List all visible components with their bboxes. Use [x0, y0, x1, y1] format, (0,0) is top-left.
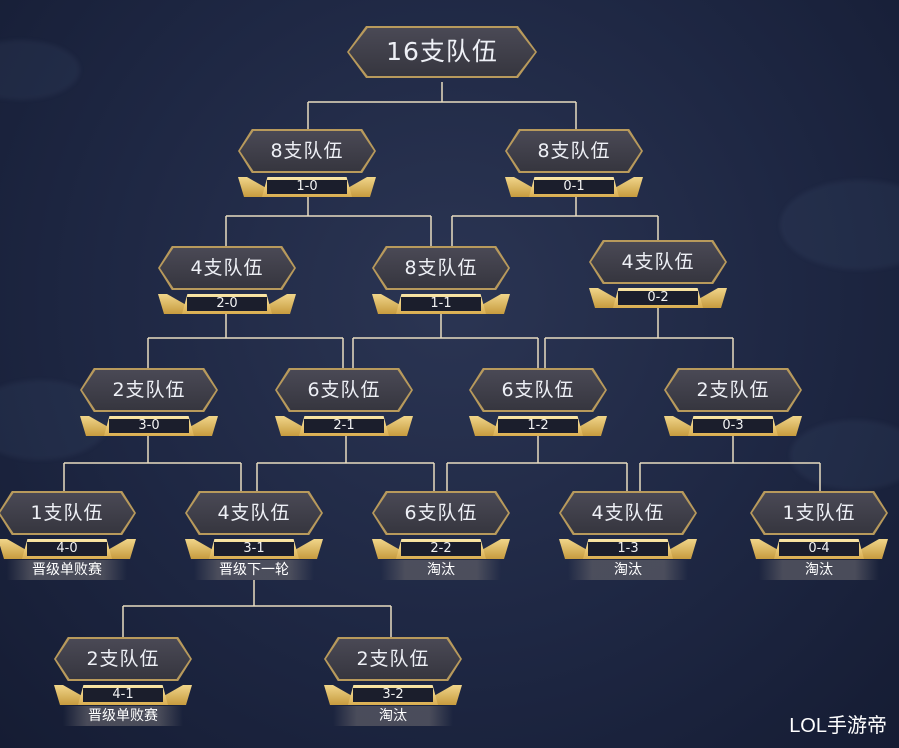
record-label: 0-1 — [534, 180, 614, 194]
team-count-label: 2支队伍 — [326, 639, 460, 679]
team-count-label: 4支队伍 — [187, 493, 321, 533]
record-label: 2-0 — [187, 297, 267, 311]
team-count-label: 4支队伍 — [561, 493, 695, 533]
bracket-node: 4支队伍 0-2 — [583, 240, 733, 330]
record-ribbon: 2-1 — [275, 416, 413, 436]
team-count-label: 1支队伍 — [752, 493, 886, 533]
result-label: 淘汰 — [568, 560, 688, 580]
record-label: 1-3 — [588, 542, 668, 556]
team-count-label: 8支队伍 — [507, 131, 641, 171]
record-label: 4-0 — [27, 542, 107, 556]
team-count-badge: 2支队伍 — [324, 637, 462, 681]
team-count-label: 6支队伍 — [471, 370, 605, 410]
team-count-badge: 16支队伍 — [347, 26, 537, 78]
record-label: 1-1 — [401, 297, 481, 311]
bracket-node: 2支队伍 4-1 晋级单败赛 — [48, 637, 198, 727]
bracket-node: 1支队伍 0-4 淘汰 — [744, 491, 894, 581]
team-count-badge: 6支队伍 — [372, 491, 510, 535]
record-label: 1-0 — [267, 180, 347, 194]
team-count-label: 2支队伍 — [666, 370, 800, 410]
bracket-node: 2支队伍 3-2 淘汰 — [318, 637, 468, 727]
bracket-node: 4支队伍 3-1 晋级下一轮 — [179, 491, 329, 581]
bracket-node: 1支队伍 4-0 晋级单败赛 — [0, 491, 142, 581]
bracket-node-top: 16支队伍 — [347, 26, 537, 116]
record-ribbon: 2-2 — [372, 539, 510, 559]
team-count-label: 16支队伍 — [349, 28, 535, 76]
bracket-node: 4支队伍 1-3 淘汰 — [553, 491, 703, 581]
team-count-badge: 6支队伍 — [469, 368, 607, 412]
team-count-badge: 8支队伍 — [505, 129, 643, 173]
cloud-decoration — [780, 180, 899, 270]
result-label: 淘汰 — [381, 560, 501, 580]
cloud-decoration — [790, 420, 899, 490]
team-count-badge: 4支队伍 — [559, 491, 697, 535]
team-count-badge: 1支队伍 — [0, 491, 136, 535]
result-label: 淘汰 — [759, 560, 879, 580]
record-label: 4-1 — [83, 688, 163, 702]
record-ribbon: 1-2 — [469, 416, 607, 436]
record-ribbon: 1-1 — [372, 294, 510, 314]
record-label: 2-2 — [401, 542, 481, 556]
record-ribbon: 3-2 — [324, 685, 462, 705]
record-ribbon: 0-4 — [750, 539, 888, 559]
team-count-badge: 4支队伍 — [158, 246, 296, 290]
bracket-node: 6支队伍 1-2 — [463, 368, 613, 458]
team-count-badge: 2支队伍 — [54, 637, 192, 681]
team-count-label: 4支队伍 — [591, 242, 725, 282]
watermark-text: LOL手游帝 — [789, 715, 887, 737]
record-ribbon: 0-2 — [589, 288, 727, 308]
bracket-node: 8支队伍 1-1 — [366, 246, 516, 336]
record-label: 0-4 — [779, 542, 859, 556]
record-label: 0-3 — [693, 419, 773, 433]
bracket-node: 6支队伍 2-2 淘汰 — [366, 491, 516, 581]
record-label: 1-2 — [498, 419, 578, 433]
team-count-badge: 1支队伍 — [750, 491, 888, 535]
record-ribbon: 0-3 — [664, 416, 802, 436]
result-label: 淘汰 — [333, 706, 453, 726]
team-count-badge: 4支队伍 — [185, 491, 323, 535]
team-count-badge: 2支队伍 — [80, 368, 218, 412]
team-count-label: 8支队伍 — [374, 248, 508, 288]
team-count-badge: 8支队伍 — [238, 129, 376, 173]
record-ribbon: 4-1 — [54, 685, 192, 705]
bracket-node: 2支队伍 0-3 — [658, 368, 808, 458]
record-ribbon: 3-0 — [80, 416, 218, 436]
team-count-label: 2支队伍 — [56, 639, 190, 679]
team-count-badge: 6支队伍 — [275, 368, 413, 412]
record-ribbon: 3-1 — [185, 539, 323, 559]
bracket-node: 4支队伍 2-0 — [152, 246, 302, 336]
team-count-label: 6支队伍 — [374, 493, 508, 533]
record-ribbon: 2-0 — [158, 294, 296, 314]
record-ribbon: 1-3 — [559, 539, 697, 559]
record-ribbon: 0-1 — [505, 177, 643, 197]
bracket-node: 2支队伍 3-0 — [74, 368, 224, 458]
team-count-label: 2支队伍 — [82, 370, 216, 410]
team-count-label: 4支队伍 — [160, 248, 294, 288]
record-ribbon: 4-0 — [0, 539, 136, 559]
team-count-badge: 2支队伍 — [664, 368, 802, 412]
record-label: 0-2 — [618, 291, 698, 305]
record-label: 3-0 — [109, 419, 189, 433]
team-count-label: 6支队伍 — [277, 370, 411, 410]
team-count-label: 8支队伍 — [240, 131, 374, 171]
record-ribbon: 1-0 — [238, 177, 376, 197]
bracket-node: 8支队伍 0-1 — [499, 129, 649, 219]
record-label: 2-1 — [304, 419, 384, 433]
team-count-badge: 8支队伍 — [372, 246, 510, 290]
record-label: 3-2 — [353, 688, 433, 702]
result-label: 晋级下一轮 — [194, 560, 314, 580]
team-count-badge: 4支队伍 — [589, 240, 727, 284]
result-label: 晋级单败赛 — [7, 560, 127, 580]
bracket-node: 6支队伍 2-1 — [269, 368, 419, 458]
record-label: 3-1 — [214, 542, 294, 556]
team-count-label: 1支队伍 — [0, 493, 134, 533]
bracket-node: 8支队伍 1-0 — [232, 129, 382, 219]
result-label: 晋级单败赛 — [63, 706, 183, 726]
